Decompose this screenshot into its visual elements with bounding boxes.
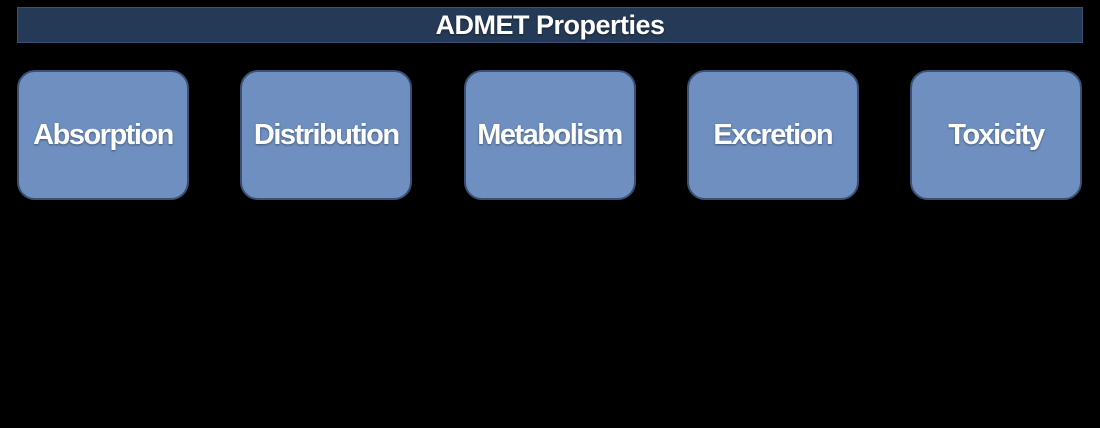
box-absorption: Absorption: [17, 70, 189, 200]
box-distribution-label: Distribution: [253, 118, 400, 151]
box-metabolism-label: Metabolism: [477, 118, 623, 151]
box-excretion-label: Excretion: [713, 118, 833, 151]
box-toxicity-label: Toxicity: [948, 118, 1045, 151]
title-bar: ADMET Properties: [17, 7, 1083, 43]
box-absorption-label: Absorption: [33, 118, 174, 151]
box-excretion: Excretion: [686, 70, 859, 200]
admet-boxes-row: Absorption Distribution Metabolism Excre…: [17, 70, 1082, 200]
diagram-title: ADMET Properties: [435, 9, 665, 40]
box-toxicity: Toxicity: [910, 70, 1082, 200]
box-metabolism: Metabolism: [463, 70, 636, 200]
box-distribution: Distribution: [240, 70, 413, 200]
